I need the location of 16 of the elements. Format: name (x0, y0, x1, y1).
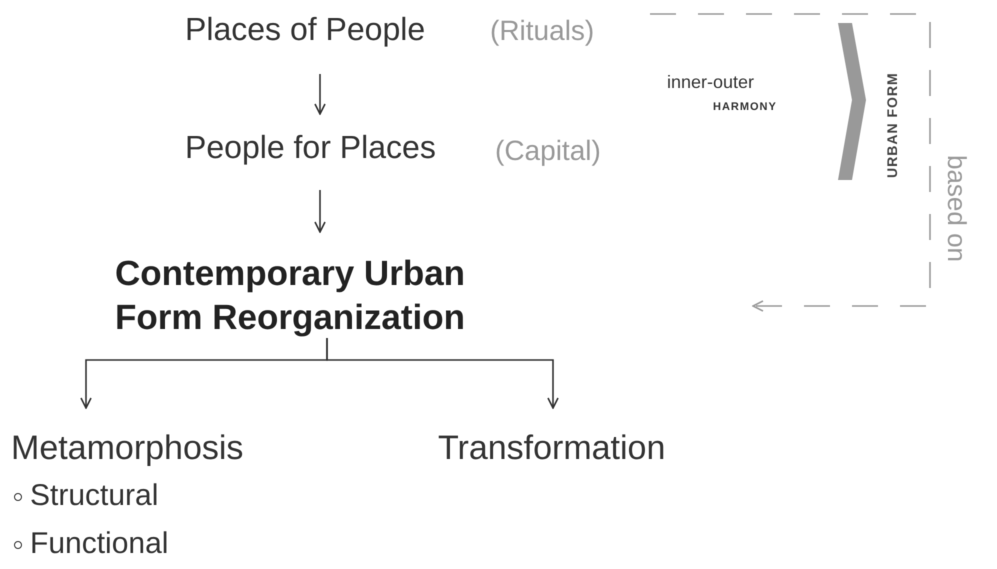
node-text: People for Places (185, 130, 436, 166)
arrow (326, 338, 559, 409)
label-text: HARMONY (713, 101, 777, 113)
heading-text: Contemporary Urban Form Reorganization (115, 253, 466, 339)
node-text: Metamorphosis (11, 430, 244, 468)
node-text: Transformation (438, 430, 666, 468)
arrow (314, 74, 326, 115)
label-text: inner-outer (667, 72, 754, 93)
note-text: (Rituals) (490, 16, 594, 47)
label-text: URBAN FORM (884, 72, 900, 178)
note-text: (Capital) (495, 136, 601, 167)
list-item-text: Functional (30, 527, 168, 560)
list-item-text: Structural (30, 479, 158, 512)
dashed-arrow (650, 13, 931, 312)
arrow (314, 190, 326, 233)
node-text: Places of People (185, 12, 426, 48)
